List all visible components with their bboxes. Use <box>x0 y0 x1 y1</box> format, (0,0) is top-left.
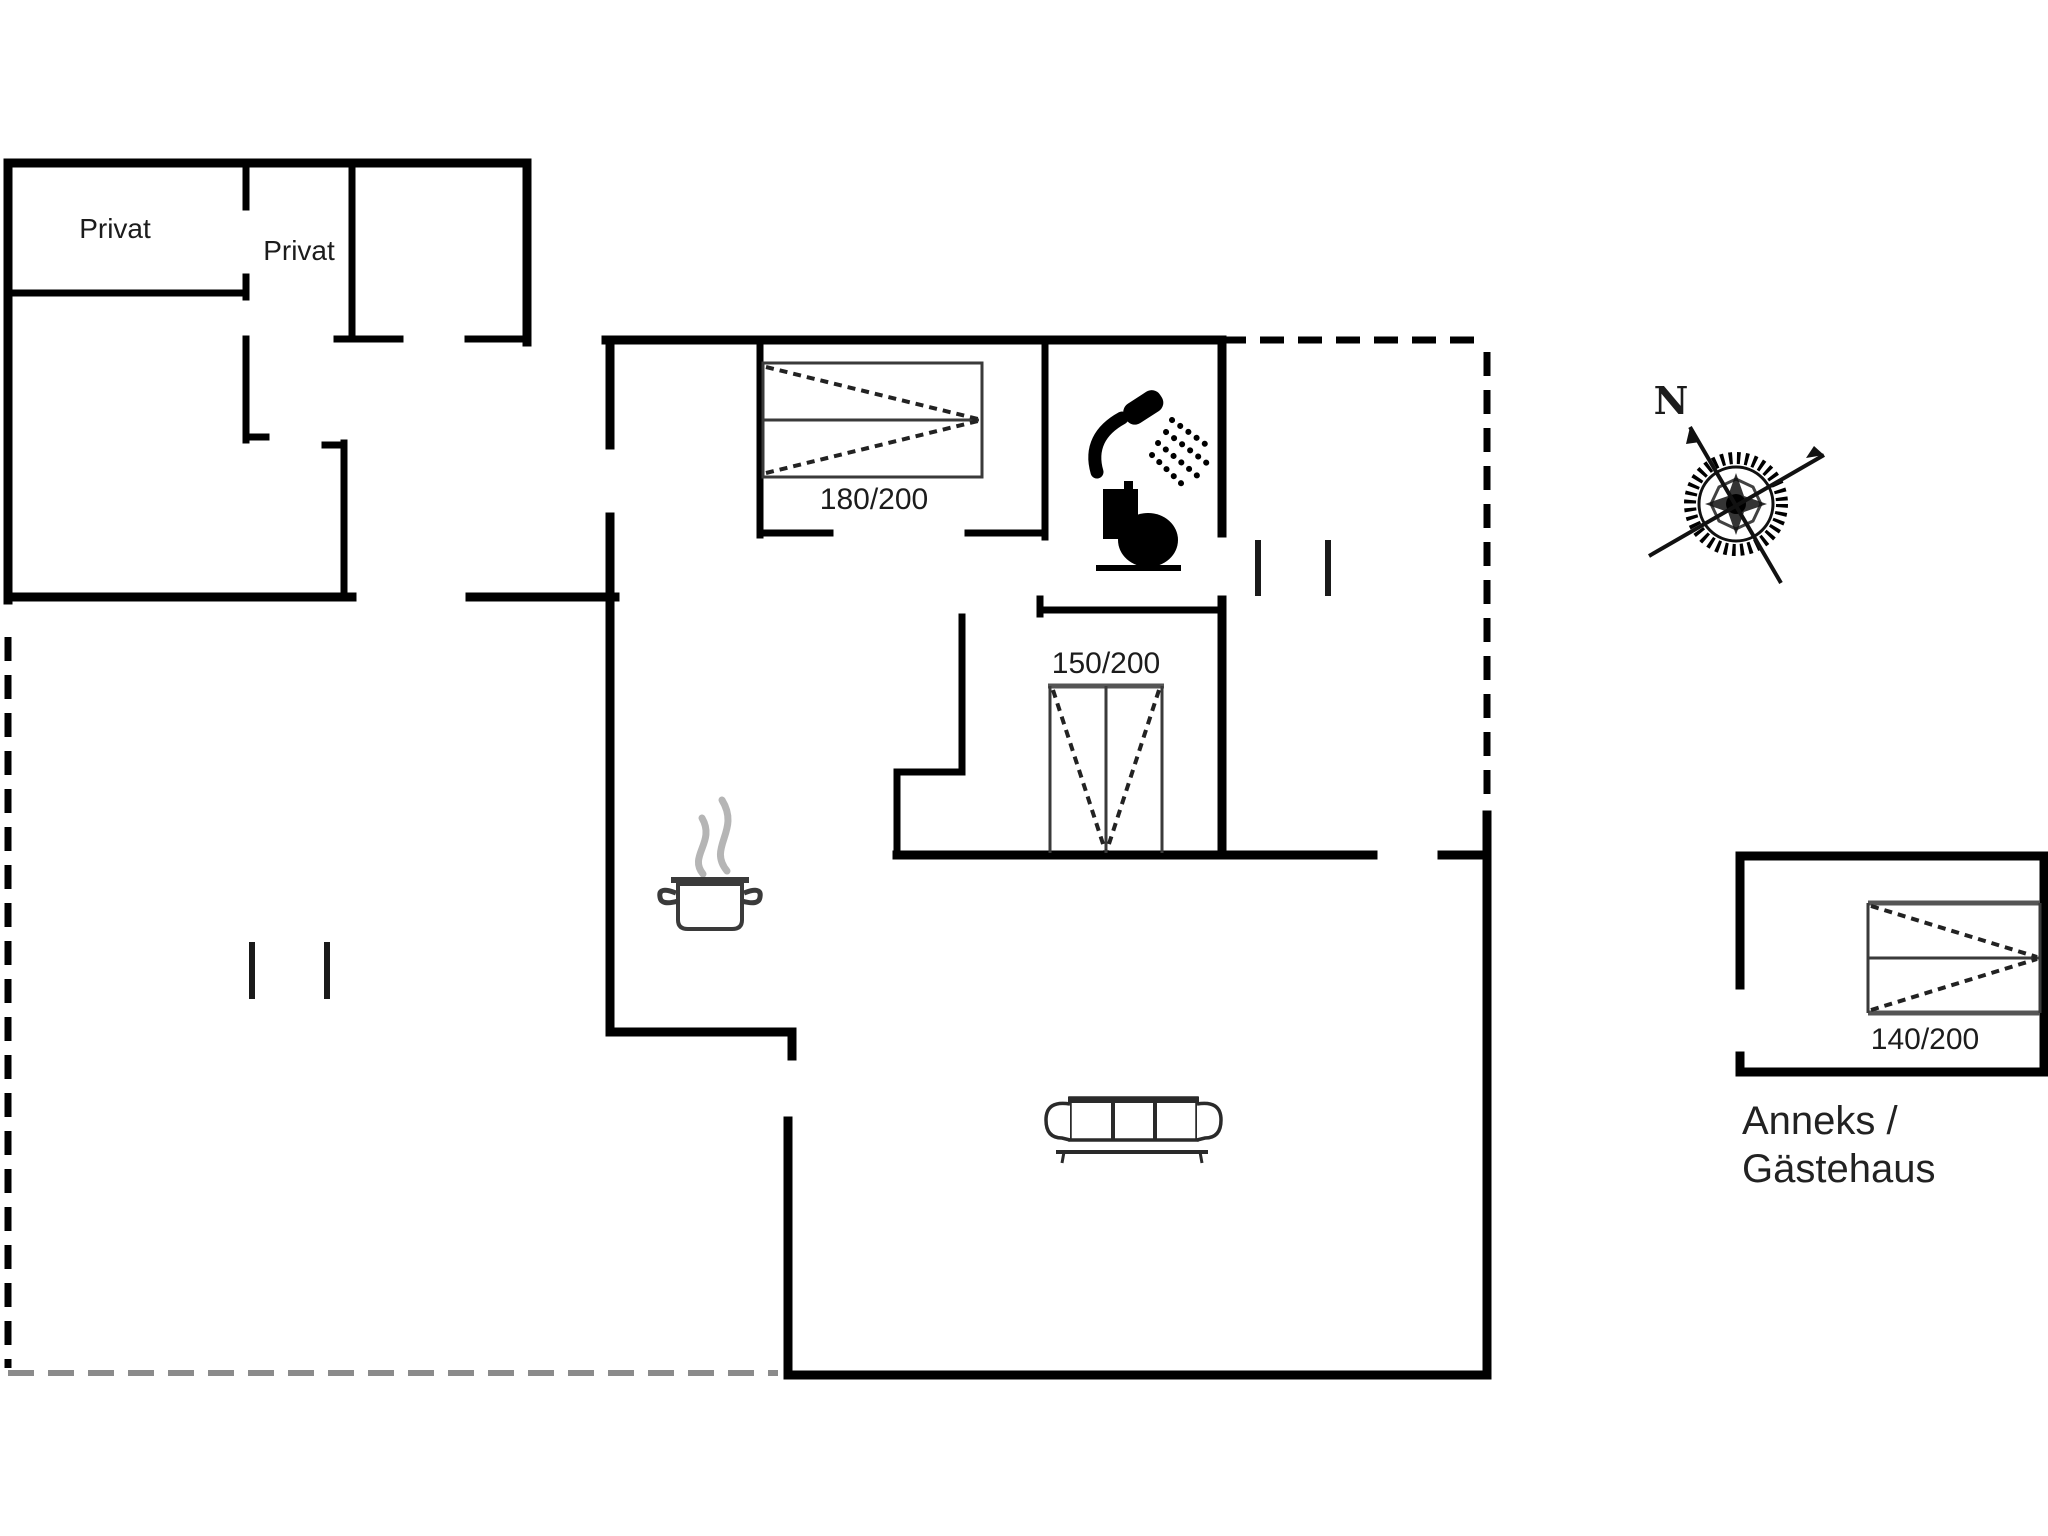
bed-size-label-140: 140/200 <box>1871 1023 1979 1056</box>
steam-icon <box>694 796 732 878</box>
main-house-walls <box>601 335 1492 1380</box>
terrace-boundary <box>4 637 778 1376</box>
annex-label-line2: Gästehaus <box>1742 1147 1935 1191</box>
double-bed-140-icon: 140/200 <box>1866 900 2042 1056</box>
annex-label-line1: Anneks / <box>1742 1099 1899 1143</box>
private-building: Privat Privat <box>3 158 620 605</box>
sofa-icon <box>1044 1096 1223 1164</box>
north-label: N <box>1654 378 1689 423</box>
door-opening-ticks <box>249 540 1331 999</box>
double-bed-180-icon: 180/200 <box>761 361 984 516</box>
bedroom-bathroom-walls <box>756 335 1227 859</box>
toilet-icon <box>1096 481 1181 571</box>
cooking-pot-icon <box>657 796 763 931</box>
guest-annex: 140/200 Anneks / Gästehaus <box>1735 851 2048 1191</box>
bed-size-label-150: 150/200 <box>1052 647 1160 680</box>
room-label-privat-2: Privat <box>263 235 335 266</box>
compass-rose-icon: N <box>1648 378 1825 585</box>
room-label-privat-1: Privat <box>79 213 151 244</box>
double-bed-150-icon: 150/200 <box>1048 647 1164 853</box>
bed-size-label-180: 180/200 <box>820 483 928 516</box>
shower-icon <box>1088 390 1215 493</box>
